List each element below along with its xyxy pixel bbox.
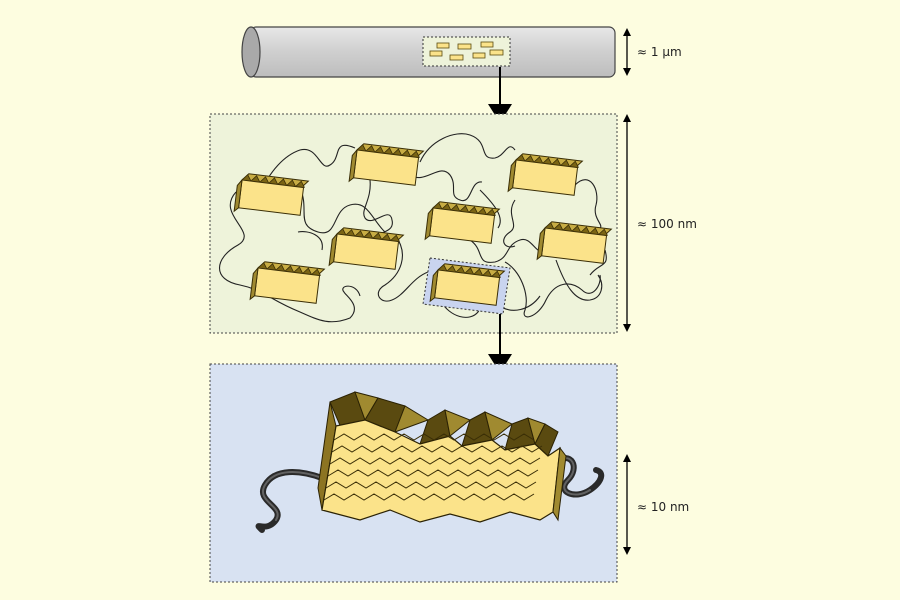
scale-bar-network: ≈ 100 nm [623,114,697,332]
lamella [249,261,326,304]
lamella [348,143,425,186]
lamella [536,221,613,264]
crystal-lamellae [233,143,613,304]
lamella [424,201,501,244]
fiber-inset-box [422,36,511,67]
scale-label-fiber: ≈ 1 µm [637,45,682,59]
scale-bar-crystal: ≈ 10 nm [623,454,689,555]
highlighted-lamella [422,257,511,315]
scale-label-network: ≈ 100 nm [637,217,697,231]
lamella [507,153,584,196]
detail-panel [209,363,618,583]
chain-folds [323,433,543,501]
fiber [241,26,616,78]
polymer-chains [219,133,607,323]
lamella [233,173,310,216]
scale-label-crystal: ≈ 10 nm [637,500,689,514]
crystal-detail [317,391,567,523]
lamella [328,227,405,270]
network-panel [209,113,618,334]
scale-bar-fiber: ≈ 1 µm [623,28,682,76]
